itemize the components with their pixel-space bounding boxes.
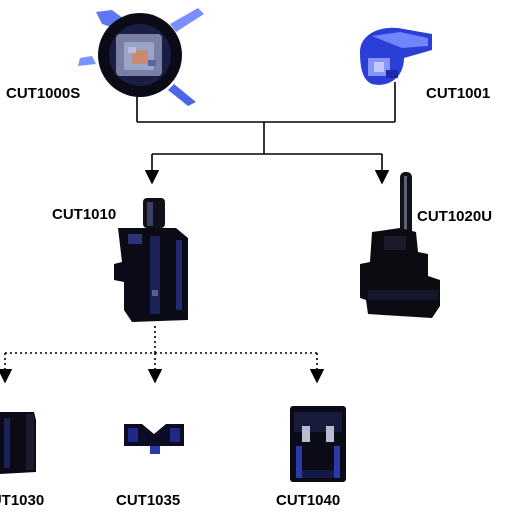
- connector-lines: [136, 82, 396, 185]
- lever-cutter-icon: [360, 172, 440, 318]
- dotted-connector-lines: [0, 326, 325, 384]
- round-cutter-icon: [78, 8, 204, 106]
- label-cut1010: CUT1010: [52, 206, 117, 223]
- label-cut1040: CUT1040: [276, 492, 341, 509]
- label-cut1030: CUT1030: [0, 492, 45, 509]
- small-block-icon: [0, 412, 36, 474]
- v-notch-icon: [124, 424, 184, 454]
- label-cut1020u: CUT1020U: [417, 208, 493, 225]
- label-cut1000s: CUT1000S: [6, 85, 81, 102]
- label-cut1035: CUT1035: [116, 492, 181, 509]
- label-cut1001: CUT1001: [426, 85, 491, 102]
- cutter-block-icon: [114, 198, 188, 322]
- blue-cutter-icon: [360, 27, 432, 85]
- square-block-icon: [290, 406, 346, 482]
